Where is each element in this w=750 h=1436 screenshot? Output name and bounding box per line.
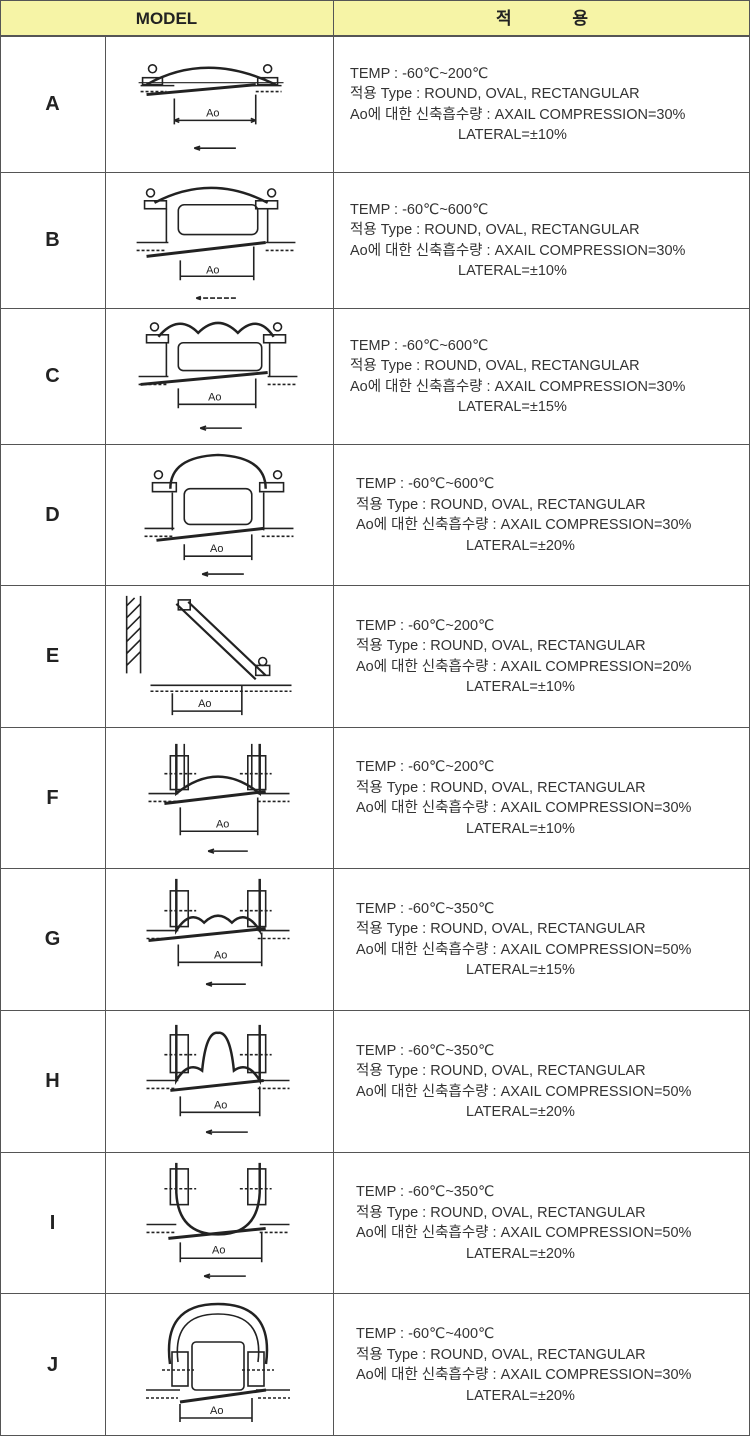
spec-cell: TEMP : -60℃~400℃ 적용 Type : ROUND, OVAL, … <box>334 1294 750 1436</box>
spec-temp: TEMP : -60℃~600℃ <box>350 337 489 354</box>
header-application: 적 용 <box>495 9 616 28</box>
spec-compression: Ao에 대한 신축흡수량 : AXAIL COMPRESSION=30% <box>356 517 692 533</box>
table-row-b: B Ao TEMP : -60℃~600℃ 적용 Type : ROUND, O… <box>0 173 750 309</box>
table-row-j: J Ao TEMP : -60℃~400℃ 적용 Type : ROUND, O… <box>0 1294 750 1436</box>
spec-lateral: LATERAL=±10% <box>466 679 575 695</box>
spec-temp: TEMP : -60℃~600℃ <box>350 201 489 218</box>
table-row-e: E Ao TEMP : -60℃~200℃ 적용 Type : ROUND, O… <box>0 586 750 728</box>
spec-temp: TEMP : -60℃~200℃ <box>356 617 495 634</box>
ao-dimension-label: Ao <box>206 107 219 119</box>
spec-lateral: LATERAL=±10% <box>458 127 567 143</box>
spec-type: 적용 Type : ROUND, OVAL, RECTANGULAR <box>356 496 646 513</box>
table-row-g: G Ao TEMP : -60℃~350℃ 적용 Type : ROUND, O… <box>0 869 750 1011</box>
spec-type: 적용 Type : ROUND, OVAL, RECTANGULAR <box>356 638 646 654</box>
spec-lateral: LATERAL=±10% <box>466 820 575 837</box>
spec-compression: Ao에 대한 신축흡수량 : AXAIL COMPRESSION=30% <box>350 242 686 259</box>
spec-compression: Ao에 대한 신축흡수량 : AXAIL COMPRESSION=20% <box>356 658 692 675</box>
spec-temp: TEMP : -60℃~400℃ <box>356 1326 495 1342</box>
model-letter: I <box>0 1153 106 1293</box>
ao-dimension-label: Ao <box>214 949 227 961</box>
model-letter: D <box>0 445 106 585</box>
joint-drawing-i: Ao <box>106 1153 334 1293</box>
spec-lateral: LATERAL=±20% <box>466 537 575 554</box>
ao-dimension-label: Ao <box>198 698 211 710</box>
spec-lateral: LATERAL=±15% <box>466 962 575 978</box>
spec-type: 적용 Type : ROUND, OVAL, RECTANGULAR <box>356 1204 646 1221</box>
header-model: MODEL <box>0 0 334 37</box>
spec-compression: Ao에 대한 신축흡수량 : AXAIL COMPRESSION=50% <box>356 1083 692 1100</box>
joint-drawing-j: Ao <box>106 1294 334 1436</box>
spec-temp: TEMP : -60℃~350℃ <box>356 1042 495 1059</box>
spec-compression: Ao에 대한 신축흡수량 : AXAIL COMPRESSION=50% <box>356 1225 692 1241</box>
spec-compression: Ao에 대한 신축흡수량 : AXAIL COMPRESSION=30% <box>356 800 692 816</box>
spec-cell: TEMP : -60℃~350℃ 적용 Type : ROUND, OVAL, … <box>334 869 750 1010</box>
spec-cell: TEMP : -60℃~600℃ 적용 Type : ROUND, OVAL, … <box>334 173 750 308</box>
spec-compression: Ao에 대한 신축흡수량 : AXAIL COMPRESSION=30% <box>350 378 686 395</box>
joint-drawing-h: Ao <box>106 1011 334 1152</box>
model-letter: E <box>0 586 106 727</box>
table-row-d: D Ao TEMP : -60℃~600℃ 적용 Type : ROUND, O… <box>0 445 750 586</box>
model-letter: F <box>0 728 106 868</box>
joint-drawing-c: Ao <box>106 309 334 444</box>
spec-compression: Ao에 대한 신축흡수량 : AXAIL COMPRESSION=30% <box>350 106 686 123</box>
spec-lateral: LATERAL=±20% <box>466 1104 575 1120</box>
spec-type: 적용 Type : ROUND, OVAL, RECTANGULAR <box>356 779 646 796</box>
model-letter: J <box>0 1294 106 1436</box>
ao-dimension-label: Ao <box>216 818 229 830</box>
table-header: MODEL 적 용 <box>0 0 750 37</box>
spec-temp: TEMP : -60℃~200℃ <box>356 759 495 775</box>
spec-cell: TEMP : -60℃~600℃ 적용 Type : ROUND, OVAL, … <box>334 445 750 585</box>
table-row-a: A Ao TEMP : -60℃~200℃ 적용 Type : ROUND, O… <box>0 37 750 173</box>
spec-type: 적용 Type : ROUND, OVAL, RECTANGULAR <box>350 358 640 374</box>
joint-drawing-d: Ao <box>106 445 334 585</box>
spec-type: 적용 Type : ROUND, OVAL, RECTANGULAR <box>356 921 646 937</box>
spec-compression: Ao에 대한 신축흡수량 : AXAIL COMPRESSION=50% <box>356 941 692 958</box>
spec-cell: TEMP : -60℃~350℃ 적용 Type : ROUND, OVAL, … <box>334 1011 750 1152</box>
joint-drawing-b: Ao <box>106 173 334 308</box>
spec-type: 적용 Type : ROUND, OVAL, RECTANGULAR <box>356 1346 646 1363</box>
spec-temp: TEMP : -60℃~200℃ <box>350 65 489 82</box>
spec-cell: TEMP : -60℃~350℃ 적용 Type : ROUND, OVAL, … <box>334 1153 750 1293</box>
joint-drawing-f: Ao <box>106 728 334 868</box>
spec-temp: TEMP : -60℃~350℃ <box>356 1184 495 1200</box>
joint-drawing-a: Ao <box>106 37 334 172</box>
model-letter: H <box>0 1011 106 1152</box>
table-row-f: F Ao TEMP : -60℃~200℃ 적용 Type : ROUND, O… <box>0 728 750 869</box>
model-letter: C <box>0 309 106 444</box>
spec-lateral: LATERAL=±20% <box>466 1387 575 1404</box>
spec-type: 적용 Type : ROUND, OVAL, RECTANGULAR <box>350 86 640 102</box>
spec-cell: TEMP : -60℃~600℃ 적용 Type : ROUND, OVAL, … <box>334 309 750 444</box>
ao-dimension-label: Ao <box>208 391 221 403</box>
table-row-h: H Ao TEMP : -60℃~350℃ 적용 Type : ROUND, O… <box>0 1011 750 1153</box>
model-letter: A <box>0 37 106 172</box>
table-row-c: C Ao TEMP : -60℃~600℃ 적용 Type : ROUND, O… <box>0 309 750 445</box>
spec-type: 적용 Type : ROUND, OVAL, RECTANGULAR <box>356 1063 646 1079</box>
spec-lateral: LATERAL=±10% <box>458 263 567 279</box>
spec-cell: TEMP : -60℃~200℃ 적용 Type : ROUND, OVAL, … <box>334 728 750 868</box>
ao-dimension-label: Ao <box>212 1244 225 1256</box>
spec-cell: TEMP : -60℃~200℃ 적용 Type : ROUND, OVAL, … <box>334 37 750 172</box>
spec-lateral: LATERAL=±15% <box>458 399 567 415</box>
ao-dimension-label: Ao <box>210 1405 223 1417</box>
spec-type: 적용 Type : ROUND, OVAL, RECTANGULAR <box>350 222 640 238</box>
spec-compression: Ao에 대한 신축흡수량 : AXAIL COMPRESSION=30% <box>356 1367 692 1383</box>
spec-lateral: LATERAL=±20% <box>466 1245 575 1262</box>
ao-dimension-label: Ao <box>206 264 219 276</box>
spec-temp: TEMP : -60℃~600℃ <box>356 476 495 492</box>
table-row-i: I Ao TEMP : -60℃~350℃ 적용 Type : ROUND, O… <box>0 1153 750 1294</box>
ao-dimension-label: Ao <box>210 543 223 555</box>
ao-dimension-label: Ao <box>214 1099 227 1111</box>
model-letter: G <box>0 869 106 1010</box>
model-letter: B <box>0 173 106 308</box>
joint-drawing-g: Ao <box>106 869 334 1010</box>
spec-temp: TEMP : -60℃~350℃ <box>356 900 495 917</box>
spec-cell: TEMP : -60℃~200℃ 적용 Type : ROUND, OVAL, … <box>334 586 750 727</box>
joint-drawing-e: Ao <box>106 586 334 727</box>
